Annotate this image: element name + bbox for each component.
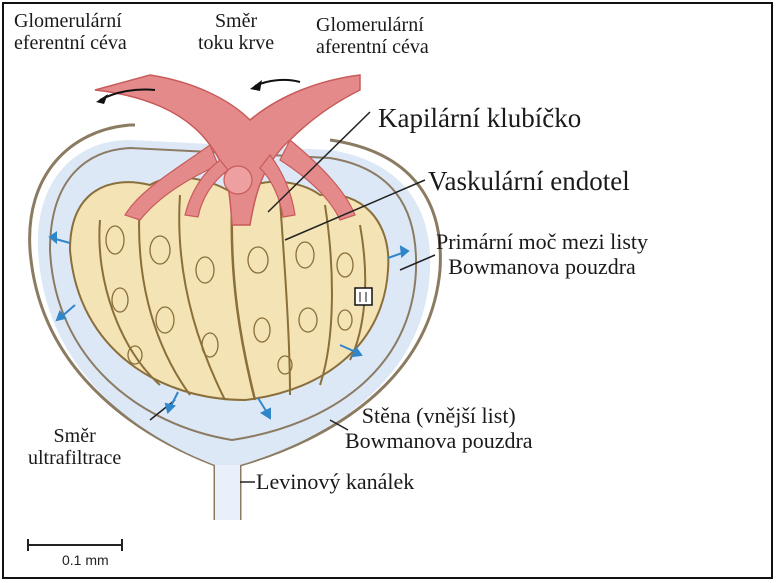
label-capillary-tuft: Kapilární klubíčko: [378, 103, 581, 133]
label-efferent-vessel: Glomerulární eferentní céva: [14, 10, 127, 55]
inset-square: [355, 288, 372, 305]
urinary-pole-space: [215, 465, 240, 520]
label-capsule-wall: Stěna (vnější list) Bowmanova pouzdra: [345, 404, 533, 453]
scale-bar: [28, 539, 122, 551]
label-primary-urine: Primární moč mezi listy Bowmanova pouzdr…: [436, 230, 648, 279]
label-afferent-vessel: Glomerulární aferentní céva: [316, 14, 429, 59]
label-levin-canal: Levinový kanálek: [256, 470, 414, 495]
scale-bar-label: 0.1 mm: [62, 552, 109, 568]
label-vascular-endothelium: Vaskulární endotel: [428, 166, 630, 196]
label-ultrafiltration-direction: Směr ultrafiltrace: [28, 425, 121, 470]
label-blood-flow-direction: Směr toku krve: [198, 10, 274, 55]
